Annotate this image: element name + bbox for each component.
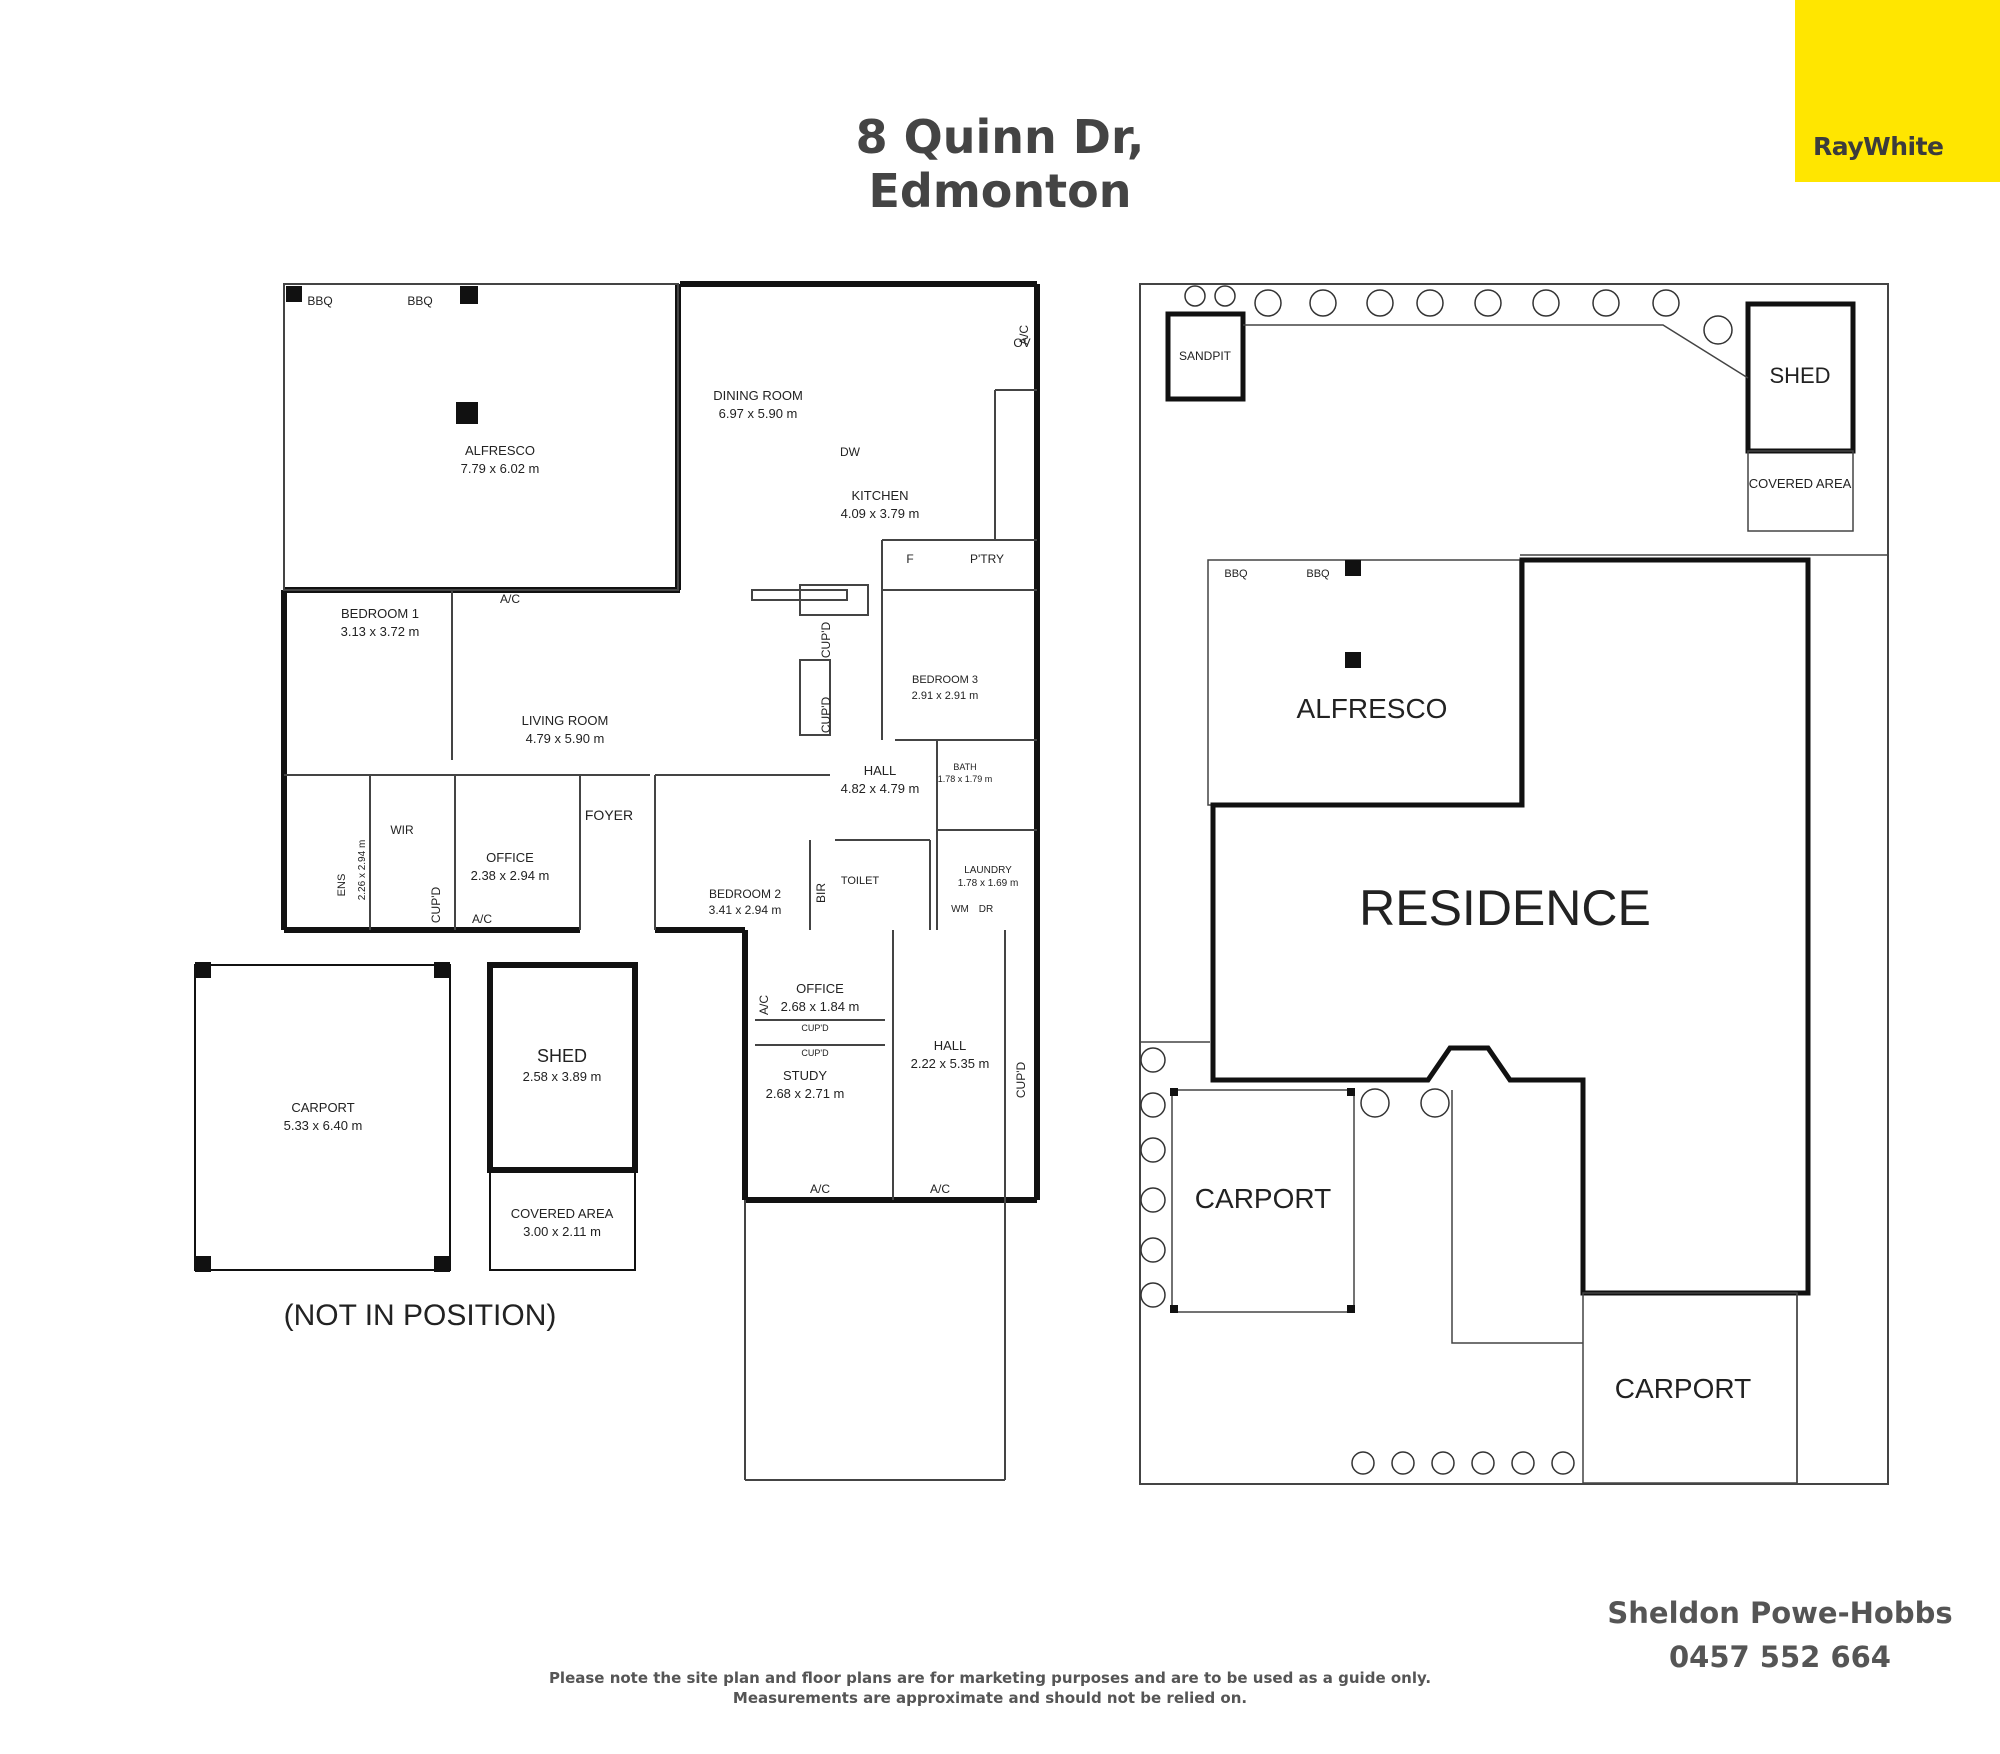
site-shed-label: SHED bbox=[1769, 363, 1830, 388]
room-name: COVERED AREA bbox=[511, 1206, 614, 1221]
room-name: STUDY bbox=[783, 1068, 827, 1083]
agent-contact: Sheldon Powe-Hobbs 0457 552 664 bbox=[1600, 1596, 1960, 1674]
room-name: BEDROOM 2 bbox=[709, 887, 781, 901]
room-name: LIVING ROOM bbox=[522, 713, 609, 728]
cupd-label: CUP'D bbox=[801, 1048, 829, 1058]
room-size: 3.41 x 2.94 m bbox=[709, 903, 782, 917]
floor-plan bbox=[194, 281, 1040, 1481]
room-name: BATH bbox=[953, 762, 976, 772]
ac-label: A/C bbox=[472, 912, 492, 926]
floor-plan-inner bbox=[283, 283, 1037, 1481]
bir-label: BIR bbox=[814, 883, 828, 903]
cupd-label: CUP'D bbox=[819, 697, 833, 734]
room-name: ENS bbox=[336, 874, 348, 897]
site-plan bbox=[1139, 283, 1889, 1485]
disclaimer: Please note the site plan and floor plan… bbox=[480, 1668, 1500, 1708]
page-title: 8 Quinn Dr, Edmonton bbox=[855, 110, 1145, 218]
floor-plan-outbuildings bbox=[194, 962, 638, 1271]
room-size: 7.79 x 6.02 m bbox=[461, 461, 540, 476]
wir-label: WIR bbox=[390, 823, 414, 837]
site-alfresco-label: ALFRESCO bbox=[1297, 693, 1448, 724]
ac-label: A/C bbox=[810, 1182, 830, 1196]
agent-name: Sheldon Powe-Hobbs bbox=[1607, 1596, 1953, 1630]
room-name: HALL bbox=[864, 763, 897, 778]
room-size: 6.97 x 5.90 m bbox=[719, 406, 798, 421]
room-name: LAUNDRY bbox=[964, 865, 1012, 876]
ac-label: A/C bbox=[500, 592, 520, 606]
room-size: 5.33 x 6.40 m bbox=[284, 1118, 363, 1133]
room-size: 2.22 x 5.35 m bbox=[911, 1056, 990, 1071]
dishwasher-label: DW bbox=[840, 445, 861, 459]
disclaimer-line-1: Please note the site plan and floor plan… bbox=[548, 1669, 1432, 1687]
floor-plan-labels: BBQ BBQ ALFRESCO 7.79 x 6.02 m DINING RO… bbox=[284, 294, 1031, 1239]
pantry-label: P'TRY bbox=[970, 552, 1004, 566]
room-size: 2.26 x 2.94 m bbox=[357, 840, 368, 901]
ac-label: A/C bbox=[1017, 325, 1031, 345]
room-name: HALL bbox=[934, 1038, 967, 1053]
cupd-label: CUP'D bbox=[429, 887, 443, 924]
room-size: 2.91 x 2.91 m bbox=[912, 690, 979, 702]
room-name: BEDROOM 1 bbox=[341, 606, 419, 621]
cupd-label: CUP'D bbox=[801, 1023, 829, 1033]
site-plan-shrubs bbox=[1140, 285, 1733, 1475]
logo-text: RayWhite bbox=[1813, 132, 1944, 161]
cupd-label: CUP'D bbox=[819, 622, 833, 659]
sandpit-label: SANDPIT bbox=[1179, 349, 1232, 363]
toilet-label: TOILET bbox=[841, 875, 880, 887]
room-size: 2.58 x 3.89 m bbox=[523, 1069, 602, 1084]
room-name: BEDROOM 3 bbox=[912, 674, 978, 686]
room-size: 2.68 x 2.71 m bbox=[766, 1086, 845, 1101]
room-size: 2.68 x 1.84 m bbox=[781, 999, 860, 1014]
site-carport-label-2: CARPORT bbox=[1615, 1373, 1751, 1404]
dr-label: DR bbox=[979, 904, 993, 915]
room-name: OFFICE bbox=[486, 850, 534, 865]
room-name: OFFICE bbox=[796, 981, 844, 996]
disclaimer-line-2: Measurements are approximate and should … bbox=[732, 1689, 1248, 1707]
room-name: KITCHEN bbox=[851, 488, 908, 503]
oven-label: OV bbox=[1013, 336, 1030, 350]
site-plan-labels: SANDPIT SHED COVERED AREA BBQ BBQ ALFRES… bbox=[1179, 349, 1852, 1404]
room-size: 1.78 x 1.69 m bbox=[958, 878, 1019, 889]
not-in-position-note: (NOT IN POSITION) bbox=[284, 1299, 557, 1332]
columns bbox=[195, 286, 478, 1272]
room-size: 1.78 x 1.79 m bbox=[938, 774, 993, 784]
room-size: 4.82 x 4.79 m bbox=[841, 781, 920, 796]
wm-label: WM bbox=[951, 904, 969, 915]
site-covered-area-label: COVERED AREA bbox=[1749, 476, 1852, 491]
cupd-label: CUP'D bbox=[1014, 1062, 1028, 1099]
room-size: 3.13 x 3.72 m bbox=[341, 624, 420, 639]
bbq-label-2: BBQ bbox=[407, 294, 432, 308]
ac-label: A/C bbox=[757, 995, 771, 1015]
room-name: DINING ROOM bbox=[713, 388, 803, 403]
room-size: 4.79 x 5.90 m bbox=[526, 731, 605, 746]
room-name: ALFRESCO bbox=[465, 443, 535, 458]
room-size: 2.38 x 2.94 m bbox=[471, 868, 550, 883]
residence-label: RESIDENCE bbox=[1359, 880, 1651, 936]
room-name: CARPORT bbox=[291, 1100, 354, 1115]
bbq-label-1: BBQ bbox=[307, 294, 332, 308]
site-bbq-label-2: BBQ bbox=[1306, 568, 1330, 580]
fridge-label: F bbox=[906, 552, 913, 566]
room-size: 3.00 x 2.11 m bbox=[523, 1224, 601, 1239]
site-carport-label-1: CARPORT bbox=[1195, 1183, 1331, 1214]
room-size: 4.09 x 3.79 m bbox=[841, 506, 920, 521]
ac-label: A/C bbox=[930, 1182, 950, 1196]
agent-phone[interactable]: 0457 552 664 bbox=[1669, 1640, 1891, 1674]
raywhite-logo: RayWhite bbox=[1795, 0, 2000, 182]
foyer-label: FOYER bbox=[585, 807, 633, 823]
room-name: SHED bbox=[537, 1046, 587, 1066]
site-bbq-label-1: BBQ bbox=[1224, 568, 1248, 580]
